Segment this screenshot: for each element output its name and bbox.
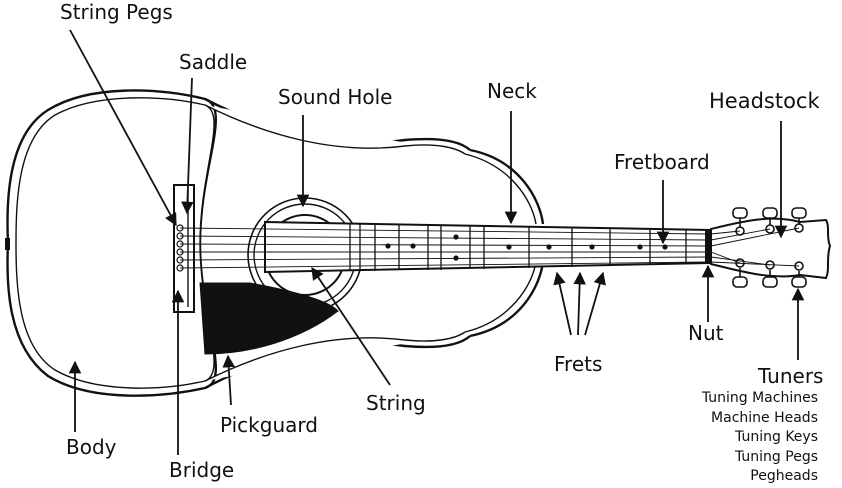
- bridge-label: Bridge: [169, 458, 235, 482]
- frets-label: Frets: [554, 352, 603, 376]
- headstock: [710, 207, 832, 288]
- guitar-body: [5, 89, 545, 397]
- string-label: String: [366, 391, 426, 415]
- pickguard-label: Pickguard: [220, 413, 318, 437]
- nut-label: Nut: [688, 321, 724, 345]
- tuner-synonym: Machine Heads: [711, 409, 818, 426]
- pointer-arrows: [68, 29, 805, 455]
- tuner-synonym: Pegheads: [750, 468, 818, 484]
- neck-label: Neck: [487, 79, 537, 103]
- strings: [179, 227, 800, 269]
- body-label: Body: [66, 435, 117, 459]
- tuner-synonyms-list: Tuning Machines Machine Heads Tuning Key…: [702, 389, 818, 487]
- tuner-synonym: Tuning Machines: [701, 390, 818, 406]
- tuners-label: Tuners: [758, 364, 824, 388]
- bridge: [173, 184, 195, 313]
- sound-hole-label: Sound Hole: [278, 85, 393, 109]
- fretboard-label: Fretboard: [614, 150, 710, 174]
- string-pegs-label: String Pegs: [60, 0, 173, 24]
- tuner-synonym: Tuning Pegs: [734, 448, 818, 465]
- saddle-label: Saddle: [179, 50, 248, 74]
- tuner-synonym: Tuning Keys: [735, 429, 818, 445]
- headstock-label: Headstock: [709, 89, 820, 113]
